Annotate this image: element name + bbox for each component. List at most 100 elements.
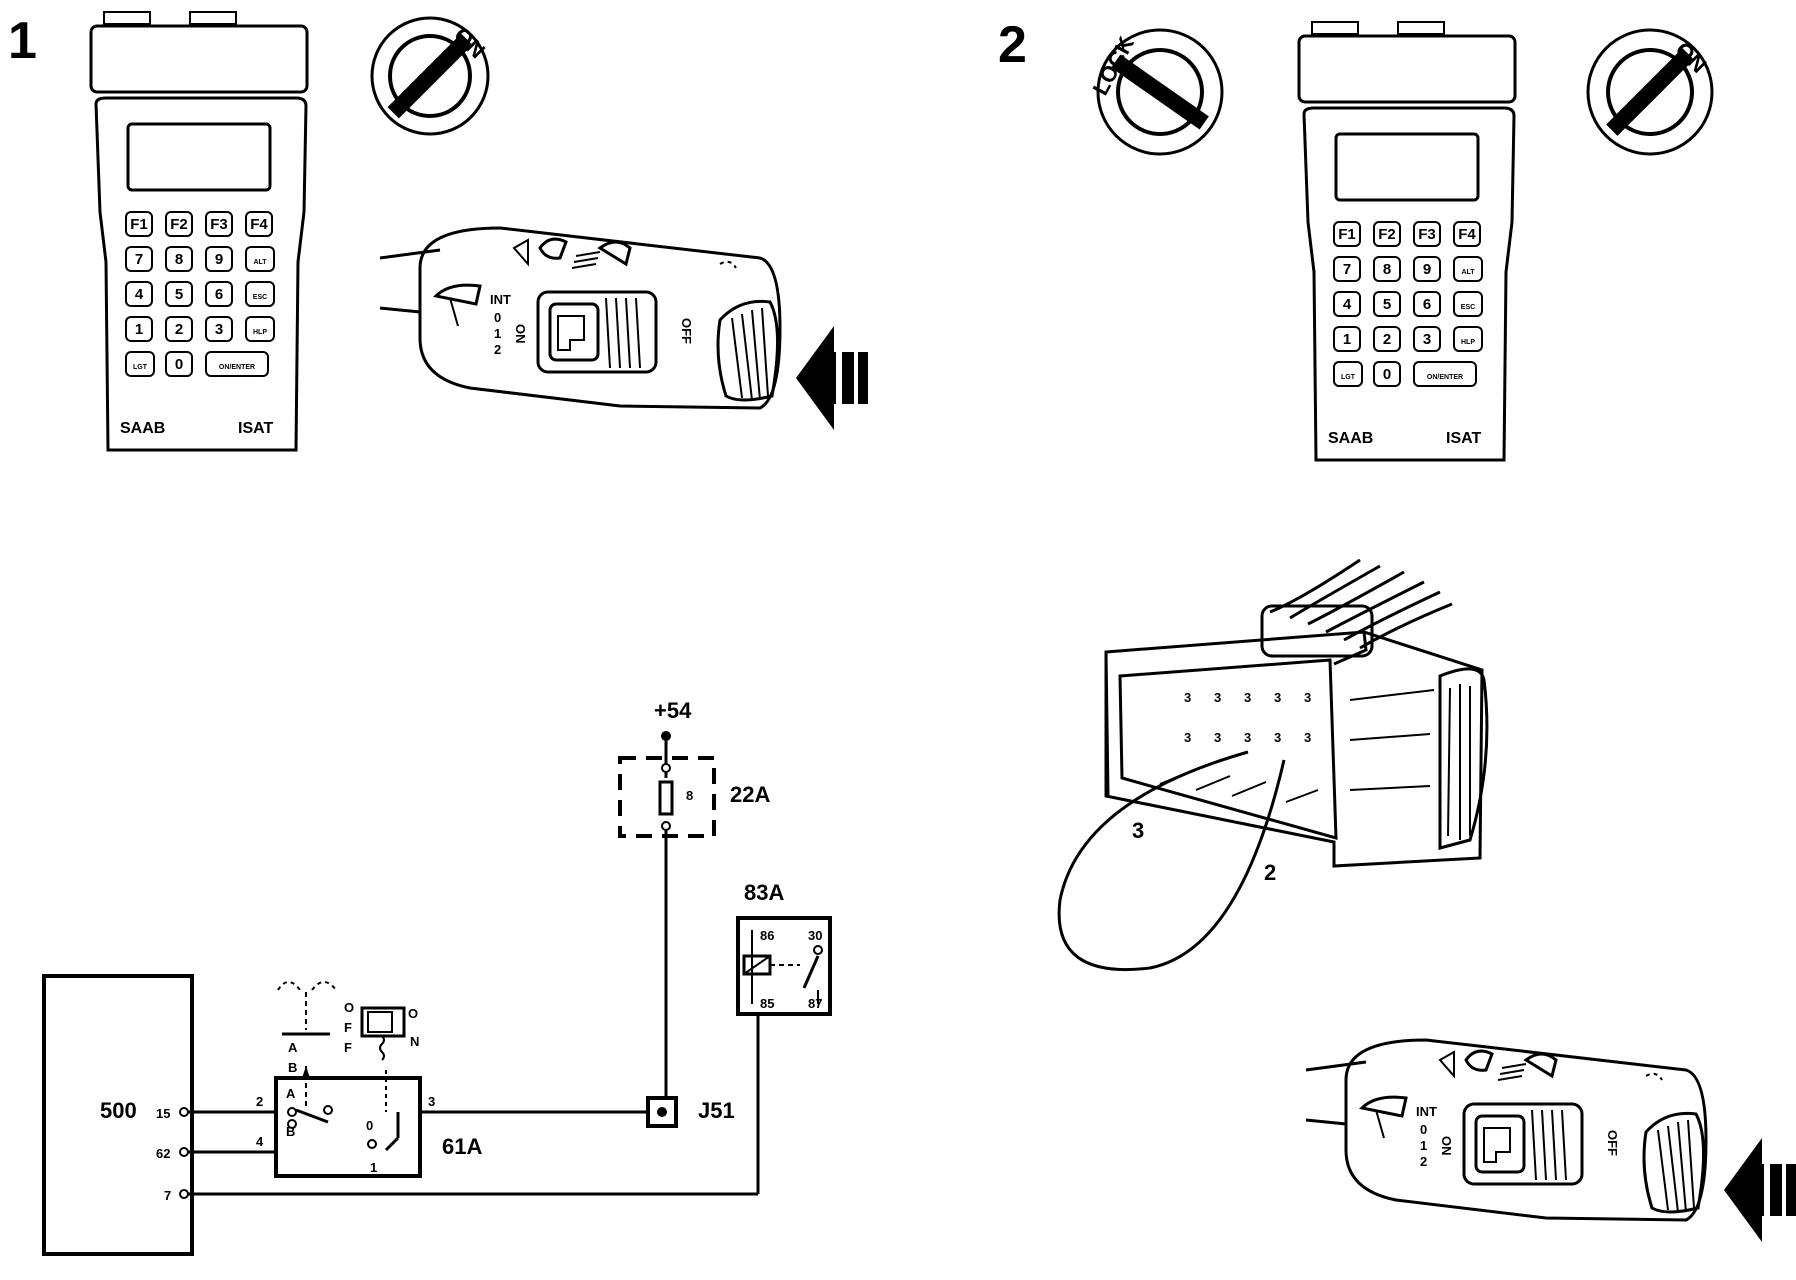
isat-key-6: 6: [1413, 291, 1441, 317]
svg-text:5: 5: [175, 286, 183, 303]
svg-text:1: 1: [1343, 331, 1351, 348]
stalk-on-label: ON: [1439, 1136, 1454, 1156]
stalk-int-label: INT: [490, 292, 511, 307]
stalk-pos-1: 1: [1420, 1138, 1427, 1153]
isat-connector-top: [89, 11, 309, 94]
switch-off-f1: F: [344, 1020, 352, 1035]
isat-key-9: 9: [1413, 256, 1441, 282]
switch-legend-b: B: [288, 1060, 297, 1075]
isat-key-8: 8: [1373, 256, 1401, 282]
svg-text:3: 3: [1423, 331, 1431, 348]
isat-key-f3: F3: [1413, 221, 1441, 247]
push-arrow-icon: [796, 326, 868, 430]
isat-body: [1302, 106, 1516, 462]
connector-latch: [1438, 667, 1489, 850]
isat-key-f4: F4: [245, 211, 273, 237]
isat-key-f4: F4: [1453, 221, 1481, 247]
switch-on-o: O: [408, 1006, 418, 1021]
switch-off-f2: F: [344, 1040, 352, 1055]
ecu-pin-7: 7: [164, 1188, 171, 1203]
isat-key-6: 6: [205, 281, 233, 307]
isat-key-onenter: ON/ENTER: [1413, 361, 1477, 387]
switch-legend-a: A: [288, 1040, 298, 1055]
jumper-pin-3-label: 3: [1132, 818, 1144, 843]
svg-text:3: 3: [1274, 690, 1281, 705]
svg-text:3: 3: [1274, 730, 1281, 745]
junction-label: J51: [698, 1098, 735, 1123]
connector-face: [1118, 658, 1338, 840]
svg-text:F3: F3: [210, 216, 228, 233]
relay-label: 83A: [744, 880, 784, 905]
switch-legend: A B: [277, 981, 337, 1078]
svg-text:ALT: ALT: [1461, 269, 1475, 276]
svg-text:0: 0: [175, 356, 183, 373]
ignition-on-icon: ON: [370, 16, 490, 136]
isat-key-alt: ALT: [245, 246, 275, 272]
isat-key-lgt: LGT: [125, 351, 155, 377]
isat-key-2: 2: [165, 316, 193, 342]
stalk-pos-2: 2: [494, 342, 501, 357]
svg-text:F2: F2: [1378, 226, 1396, 243]
fuse-box-label: 22A: [730, 782, 770, 807]
svg-text:1: 1: [135, 321, 143, 338]
svg-text:F1: F1: [1338, 226, 1356, 243]
push-arrow-icon: [1724, 1138, 1796, 1242]
wiper-icon: [432, 283, 482, 327]
svg-text:HLP: HLP: [1461, 339, 1475, 346]
svg-text:8: 8: [1383, 261, 1391, 278]
junction-box: [646, 1096, 678, 1128]
isat-key-f1: F1: [1333, 221, 1361, 247]
svg-text:3: 3: [1214, 730, 1221, 745]
switch-label: 61A: [442, 1134, 482, 1159]
isat-key-esc: ESC: [1453, 291, 1483, 317]
wire-bundle: [1260, 558, 1453, 658]
stalk-on-label: ON: [513, 324, 528, 344]
isat-key-5: 5: [165, 281, 193, 307]
svg-text:3: 3: [1244, 730, 1251, 745]
switch-on-n: N: [410, 1034, 419, 1049]
relay-pin-86: 86: [760, 928, 774, 943]
isat-body: [94, 96, 308, 452]
ecu-label: 500: [100, 1098, 137, 1123]
isat-key-hlp: HLP: [245, 316, 275, 342]
stalk-body: [1344, 1038, 1708, 1222]
ecu-box: [42, 974, 194, 1256]
jumper-pin-2-label: 2: [1264, 860, 1276, 885]
svg-text:3: 3: [1214, 690, 1221, 705]
svg-text:F3: F3: [1418, 226, 1436, 243]
svg-text:6: 6: [215, 286, 223, 303]
isat-key-esc: ESC: [245, 281, 275, 307]
svg-text:8: 8: [175, 251, 183, 268]
wiring-schematic: +54 8 22A 83A 86 30 85 87 500 15 62 7: [42, 698, 832, 1256]
isat-model: ISAT: [238, 420, 273, 437]
svg-text:0: 0: [1383, 366, 1391, 383]
svg-text:7: 7: [1343, 261, 1351, 278]
ecu-pin-15: 15: [156, 1106, 170, 1121]
wiper-stalk-left: INT 0 1 2 ON OFF: [379, 226, 782, 410]
svg-text:4: 4: [135, 286, 144, 303]
step-1-number: 1: [8, 12, 37, 70]
jumper-wire: [1057, 750, 1286, 972]
wiper-icon: [1358, 1095, 1408, 1139]
isat-key-3: 3: [1413, 326, 1441, 352]
svg-text:3: 3: [215, 321, 223, 338]
isat-key-hlp: HLP: [1453, 326, 1483, 352]
stalk-slider-knob: [1474, 1114, 1526, 1174]
svg-text:F2: F2: [170, 216, 188, 233]
svg-text:ESC: ESC: [253, 294, 267, 301]
svg-text:ESC: ESC: [1461, 304, 1475, 311]
isat-key-2: 2: [1373, 326, 1401, 352]
svg-text:3: 3: [1184, 690, 1191, 705]
stalk-off-label: OFF: [679, 318, 694, 344]
fuse: [658, 780, 674, 816]
stalk-pos-0: 0: [494, 310, 501, 325]
svg-text:9: 9: [215, 251, 223, 268]
isat-display: [1334, 132, 1480, 202]
switch-box: [274, 1076, 422, 1178]
